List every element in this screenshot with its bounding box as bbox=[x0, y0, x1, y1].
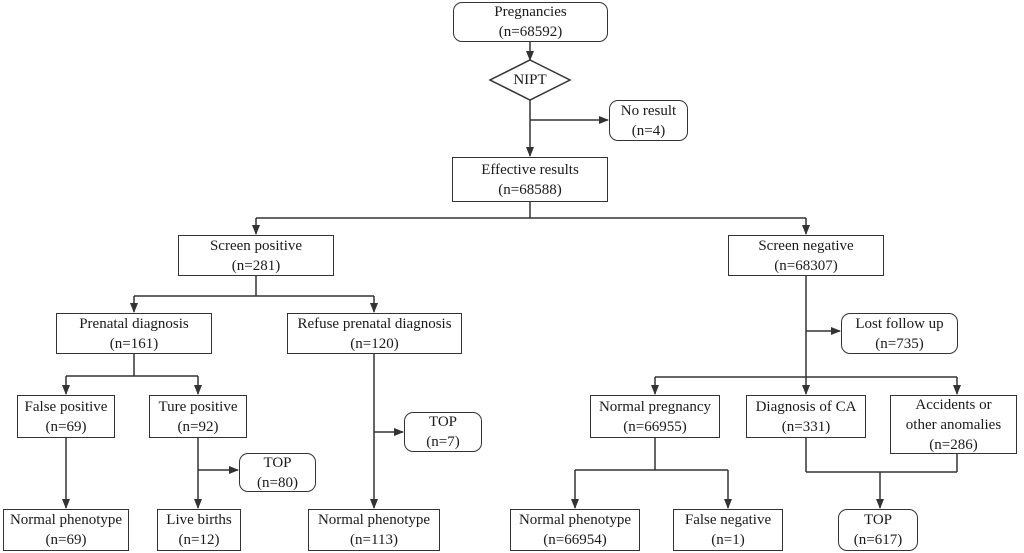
accidents-count: (n=286) bbox=[929, 436, 978, 453]
top-true-positive-box: TOP (n=80) bbox=[239, 453, 316, 492]
lost-follow-up-box: Lost follow up (n=735) bbox=[841, 313, 958, 354]
live-births-label: Live births bbox=[166, 512, 232, 528]
pregnancies-count: (n=68592) bbox=[498, 24, 563, 40]
screen-negative-box: Screen negative (n=68307) bbox=[728, 235, 884, 276]
diagnosis-of-ca-label: Diagnosis of CA bbox=[755, 398, 857, 415]
live-births-box: Live births (n=12) bbox=[157, 509, 241, 551]
screen-negative-count: (n=68307) bbox=[774, 257, 838, 274]
ture-positive-count: (n=92) bbox=[177, 418, 219, 435]
prenatal-diagnosis-label: Prenatal diagnosis bbox=[79, 315, 189, 332]
false-positive-count: (n=69) bbox=[45, 418, 87, 435]
effective-results-count: (n=68588) bbox=[498, 181, 562, 198]
normal-phenotype-refused-box: Normal phenotype (n=113) bbox=[308, 509, 440, 551]
diagnosis-of-ca-box: Diagnosis of CA (n=331) bbox=[746, 395, 866, 438]
no-result-box: No result (n=4) bbox=[609, 100, 688, 141]
false-negative-label: False negative bbox=[684, 512, 772, 528]
pregnancies-label: Pregnancies bbox=[494, 4, 567, 20]
no-result-label: No result bbox=[620, 102, 677, 119]
top-negative-label: TOP bbox=[863, 512, 893, 528]
normal-phenotype-fp-count: (n=69) bbox=[45, 532, 87, 548]
screen-positive-label: Screen positive bbox=[209, 237, 303, 254]
screen-positive-count: (n=281) bbox=[231, 257, 281, 274]
normal-phenotype-fp-box: Normal phenotype (n=69) bbox=[3, 509, 129, 551]
diagnosis-of-ca-count: (n=331) bbox=[781, 418, 831, 435]
top-negative-count: (n=617) bbox=[853, 532, 903, 548]
normal-phenotype-np-box: Normal phenotype (n=66954) bbox=[510, 509, 640, 551]
refuse-prenatal-diagnosis-label: Refuse prenatal diagnosis bbox=[297, 315, 452, 332]
top-refused-box: TOP (n=7) bbox=[404, 412, 482, 452]
top-negative-box: TOP (n=617) bbox=[838, 509, 918, 551]
false-positive-box: False positive (n=69) bbox=[17, 395, 115, 438]
normal-phenotype-np-count: (n=66954) bbox=[543, 532, 607, 548]
prenatal-diagnosis-box: Prenatal diagnosis (n=161) bbox=[56, 313, 212, 354]
refuse-prenatal-diagnosis-count: (n=120) bbox=[350, 335, 399, 352]
top-true-positive-label: TOP bbox=[263, 454, 292, 471]
normal-pregnancy-count: (n=66955) bbox=[623, 418, 687, 435]
normal-phenotype-refused-label: Normal phenotype bbox=[317, 512, 431, 528]
lost-follow-up-label: Lost follow up bbox=[855, 315, 944, 332]
accidents-label-line1: Accidents or bbox=[915, 396, 992, 413]
ture-positive-box: Ture positive (n=92) bbox=[149, 395, 247, 438]
screen-positive-box: Screen positive (n=281) bbox=[178, 235, 334, 276]
accidents-other-anomalies-box: Accidents or other anomalies (n=286) bbox=[890, 395, 1017, 454]
accidents-label-line2: other anomalies bbox=[905, 416, 1002, 433]
normal-phenotype-fp-label: Normal phenotype bbox=[9, 512, 123, 528]
prenatal-diagnosis-count: (n=161) bbox=[109, 335, 159, 352]
normal-phenotype-refused-count: (n=113) bbox=[350, 532, 398, 548]
lost-follow-up-count: (n=735) bbox=[875, 335, 924, 352]
pregnancies-box: Pregnancies (n=68592) bbox=[453, 2, 608, 42]
false-negative-count: (n=1) bbox=[711, 532, 745, 548]
live-births-count: (n=12) bbox=[178, 532, 220, 548]
effective-results-box: Effective results (n=68588) bbox=[452, 157, 608, 202]
nipt-label: NIPT bbox=[513, 71, 547, 88]
refuse-prenatal-diagnosis-box: Refuse prenatal diagnosis (n=120) bbox=[287, 313, 462, 354]
screen-negative-label: Screen negative bbox=[758, 237, 854, 254]
effective-results-label: Effective results bbox=[481, 161, 579, 178]
normal-pregnancy-label: Normal pregnancy bbox=[598, 398, 712, 415]
top-refused-count: (n=7) bbox=[426, 434, 460, 450]
false-positive-label: False positive bbox=[24, 398, 108, 415]
ture-positive-label: Ture positive bbox=[158, 398, 238, 415]
normal-phenotype-np-label: Normal phenotype bbox=[518, 512, 632, 528]
top-true-positive-count: (n=80) bbox=[257, 474, 298, 491]
false-negative-box: False negative (n=1) bbox=[673, 509, 783, 551]
normal-pregnancy-box: Normal pregnancy (n=66955) bbox=[590, 395, 720, 438]
no-result-count: (n=4) bbox=[631, 122, 666, 139]
top-refused-label: TOP bbox=[428, 414, 458, 430]
